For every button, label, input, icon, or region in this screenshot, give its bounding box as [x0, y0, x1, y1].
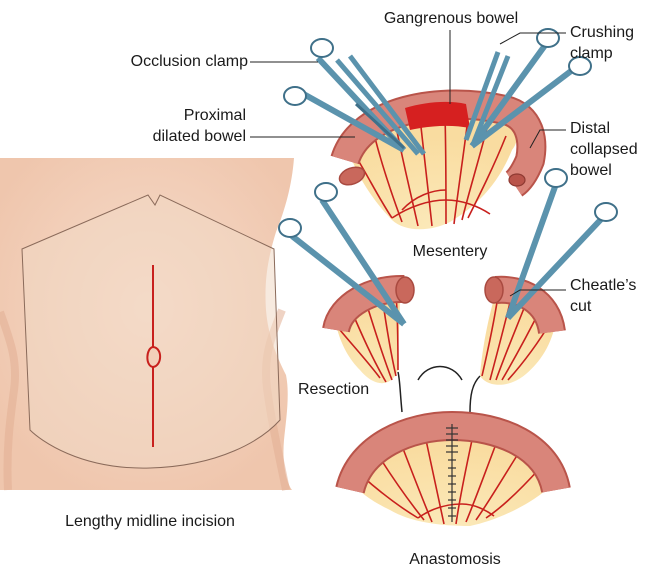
label-resection: Resection	[298, 380, 369, 399]
label-proximal-1: Proximal	[110, 106, 246, 125]
abdomen	[0, 158, 294, 490]
resection-cut-right	[470, 376, 480, 412]
label-mesentery: Mesentery	[375, 242, 525, 261]
label-incision: Lengthy midline incision	[0, 512, 300, 531]
label-crushing-clamp-2: clamp	[570, 44, 613, 63]
resection-cut-arc	[418, 367, 462, 381]
resection-right-end	[485, 277, 503, 303]
label-distal-1: Distal	[570, 119, 610, 138]
label-occlusion-clamp: Occlusion clamp	[80, 52, 248, 71]
distal-bowel-end	[509, 174, 525, 186]
anastomosis-group	[350, 424, 556, 526]
drape-outline	[22, 195, 280, 468]
label-distal-2: collapsed	[570, 140, 638, 159]
label-distal-3: bowel	[570, 161, 612, 180]
gangrenous-segment	[405, 102, 470, 130]
label-gangrenous-bowel: Gangrenous bowel	[366, 9, 536, 28]
umbilicus-detour	[147, 347, 160, 367]
label-anastomosis: Anastomosis	[360, 550, 550, 569]
label-cheatle-2: cut	[570, 297, 591, 316]
label-cheatle-1: Cheatle’s	[570, 276, 636, 295]
resection-left-end	[396, 277, 414, 303]
resection-cut-left	[398, 372, 402, 412]
label-crushing-clamp-1: Crushing	[570, 23, 634, 42]
label-proximal-2: dilated bowel	[100, 127, 246, 146]
